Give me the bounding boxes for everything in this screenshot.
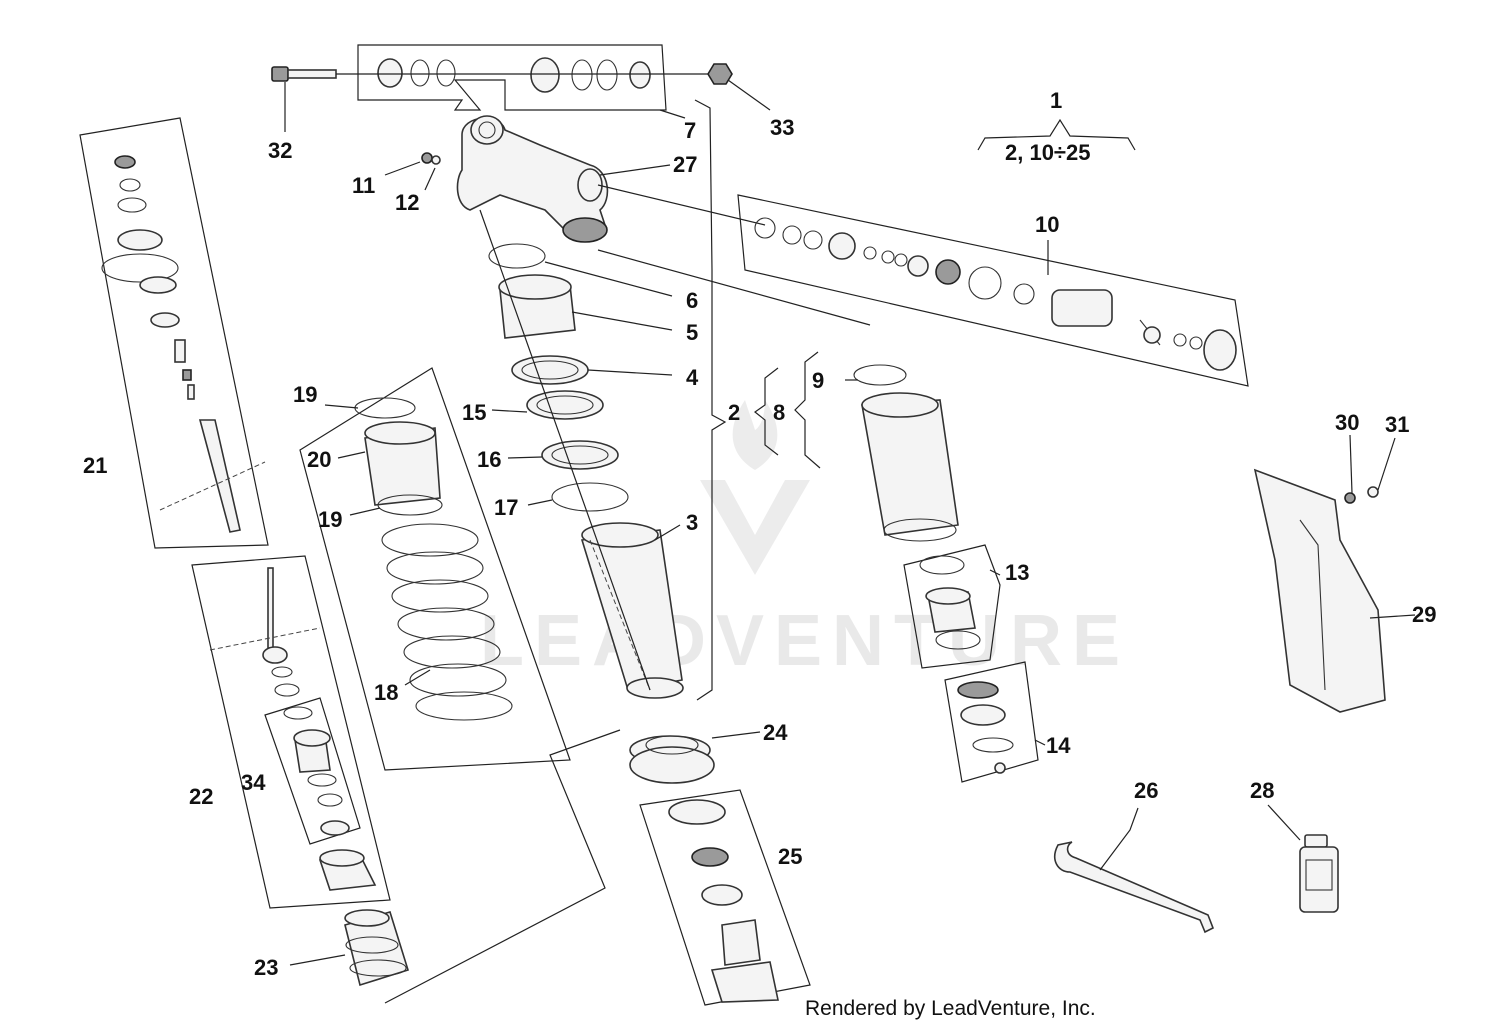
- group-brackets: [694, 99, 821, 701]
- part-33-nut: [707, 63, 733, 85]
- callout-31: 31: [1385, 412, 1409, 437]
- part-group-18-spring: [299, 367, 571, 771]
- part-group-8-reservoir: [597, 249, 1039, 783]
- callout-2: 2: [728, 400, 740, 425]
- callout-25: 25: [778, 844, 802, 869]
- part-group-22: [191, 555, 391, 909]
- watermark: LEADVENTURE: [480, 400, 1130, 681]
- callout-16: 16: [477, 447, 501, 472]
- assembly-note: 1 2, 10÷25: [977, 88, 1136, 165]
- spring-coils: [381, 523, 513, 721]
- callout-22: 22: [189, 784, 213, 809]
- callout-19-bottom: 19: [318, 507, 342, 532]
- part-group-21: [79, 117, 269, 549]
- callout-34: 34: [241, 770, 266, 795]
- callout-30: 30: [1335, 410, 1359, 435]
- part-group-10: [597, 184, 1249, 387]
- callout-21: 21: [83, 453, 107, 478]
- render-credit: Rendered by LeadVenture, Inc.: [805, 997, 1096, 1020]
- assembly-contents-label: 2, 10÷25: [1005, 140, 1090, 165]
- callouts: 32 33 7 11 12 27 10 6 5 4 9 19 15 2 8 30…: [83, 115, 1436, 980]
- callout-14: 14: [1046, 733, 1071, 758]
- callout-10: 10: [1035, 212, 1059, 237]
- callout-1: 1: [1050, 88, 1062, 113]
- part-28-bottle: [1299, 834, 1339, 913]
- watermark-text: LEADVENTURE: [480, 601, 1130, 681]
- callout-7: 7: [684, 118, 696, 143]
- callout-24: 24: [763, 720, 788, 745]
- callout-15: 15: [462, 400, 486, 425]
- part-32-bolt: [271, 66, 720, 82]
- damper-stack: [479, 209, 684, 699]
- callout-29: 29: [1412, 602, 1436, 627]
- part-group-29-cover: [1253, 468, 1386, 713]
- callout-23: 23: [254, 955, 278, 980]
- callout-32: 32: [268, 138, 292, 163]
- callout-5: 5: [686, 320, 698, 345]
- callout-9: 9: [812, 368, 824, 393]
- callout-20: 20: [307, 447, 331, 472]
- callout-27: 27: [673, 152, 697, 177]
- part-group-7: [357, 44, 667, 111]
- part-27-upper-body: [421, 115, 609, 243]
- callout-12: 12: [395, 190, 419, 215]
- part-23-bump-stop: [344, 729, 621, 1004]
- part-group-24-25: [629, 735, 811, 1006]
- callout-8: 8: [773, 400, 785, 425]
- callout-18: 18: [374, 680, 398, 705]
- callout-6: 6: [686, 288, 698, 313]
- callout-11: 11: [352, 173, 375, 198]
- callout-3: 3: [686, 510, 698, 535]
- callout-17: 17: [494, 495, 518, 520]
- callout-26: 26: [1134, 778, 1158, 803]
- callout-4: 4: [686, 365, 699, 390]
- callout-33: 33: [770, 115, 794, 140]
- callout-28: 28: [1250, 778, 1274, 803]
- leader-lines: [284, 79, 1416, 966]
- callout-19-top: 19: [293, 382, 317, 407]
- part-26-wrench: [1054, 841, 1215, 934]
- callout-13: 13: [1005, 560, 1029, 585]
